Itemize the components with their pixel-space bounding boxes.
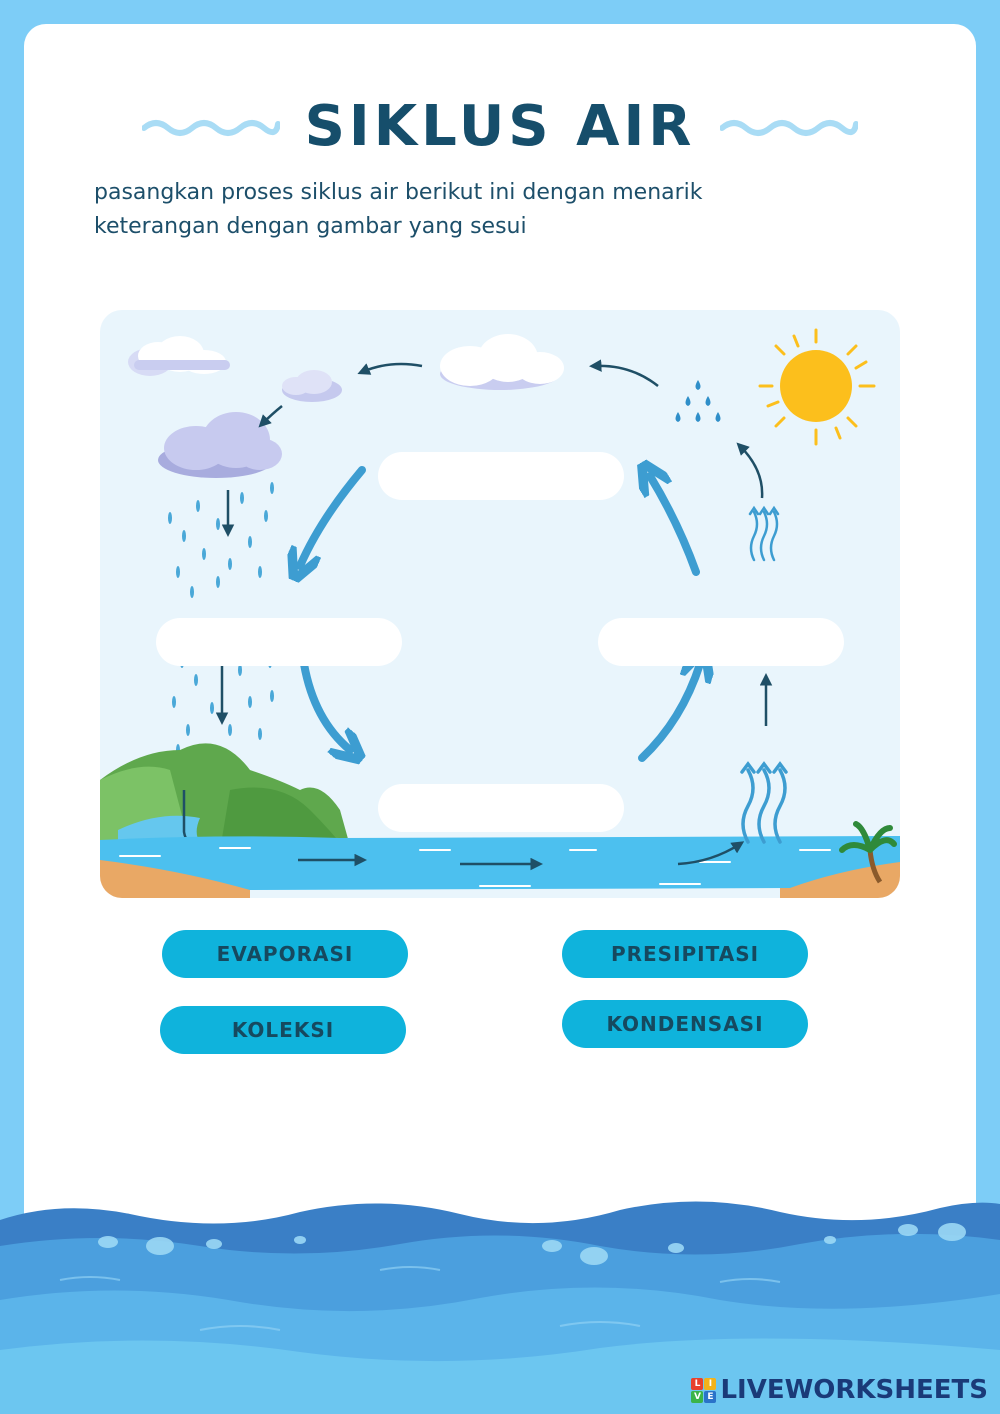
label-koleksi[interactable]: KOLEKSI: [160, 1006, 406, 1054]
logo-letter-e: E: [704, 1391, 716, 1403]
wave-decoration-icon: [720, 116, 858, 140]
instruction-text: pasangkan proses siklus air berikut ini …: [94, 176, 854, 244]
cloud-icon: [128, 336, 230, 376]
liveworksheets-logo-icon: L I V E: [691, 1378, 716, 1403]
instruction-line-1: pasangkan proses siklus air berikut ini …: [94, 176, 854, 210]
logo-letter-i: I: [704, 1378, 716, 1390]
liveworksheets-logo: L I V E LIVEWORKSHEETS: [691, 1372, 988, 1408]
label-evaporasi[interactable]: EVAPORASI: [162, 930, 408, 978]
drop-zone-top[interactable]: [378, 452, 624, 500]
label-presipitasi[interactable]: PRESIPITASI: [562, 930, 808, 978]
worksheet-card: SIKLUS AIR pasangkan proses siklus air b…: [24, 24, 976, 1384]
cloud-icon: [282, 370, 342, 402]
rain-drops-icon: [168, 482, 274, 598]
drop-zone-right[interactable]: [598, 618, 844, 666]
logo-letter-v: V: [691, 1391, 703, 1403]
brand-name: LIVEWORKSHEETS: [720, 1375, 988, 1405]
water-drops-icon: [676, 380, 721, 422]
cloud-icon: [440, 334, 564, 390]
vapor-arrows-icon: [742, 764, 786, 842]
label-kondensasi[interactable]: KONDENSASI: [562, 1000, 808, 1048]
title-row: SIKLUS AIR: [24, 94, 976, 174]
vapor-arrows-icon: [750, 508, 778, 560]
logo-letter-l: L: [691, 1378, 703, 1390]
sun-icon: [760, 330, 874, 444]
drop-zone-left[interactable]: [156, 618, 402, 666]
instruction-line-2: keterangan dengan gambar yang sesui: [94, 210, 854, 244]
water-cycle-illustration: [100, 310, 900, 898]
drop-zone-bottom[interactable]: [378, 784, 624, 832]
